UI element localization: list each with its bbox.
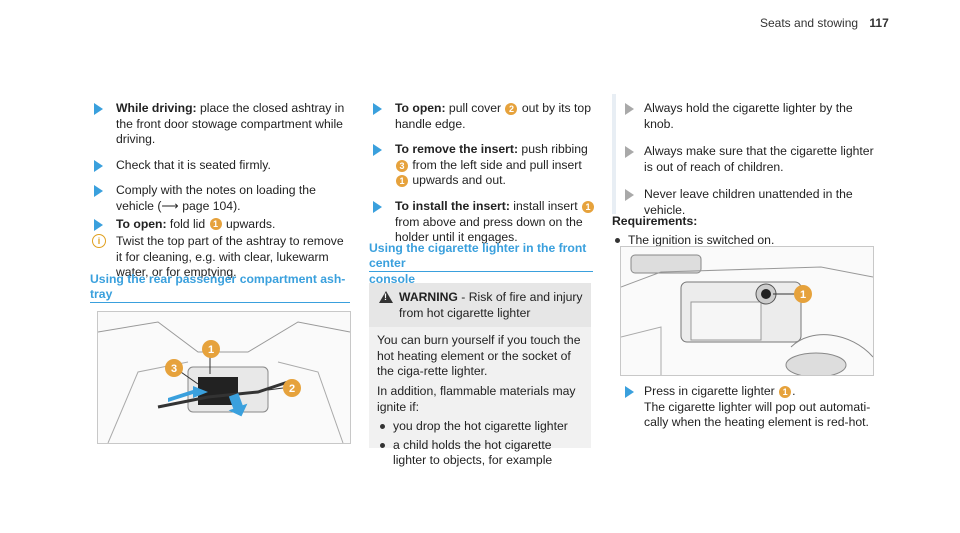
instruction-open-cover: To open: pull cover 2 out by its top han…	[369, 101, 595, 132]
cigarette-lighter-illustration: 1	[621, 254, 873, 375]
figure-rear-ashtray: 1 2 3	[97, 311, 351, 444]
arrow-icon	[625, 386, 634, 398]
instruction-check-seated: Check that it is seated firmly.	[90, 158, 352, 174]
callout-badge: 1	[396, 175, 408, 188]
arrow-icon	[94, 103, 103, 115]
callout-badge	[202, 340, 220, 358]
column-1: While driving: place the closed ashtray …	[90, 101, 352, 281]
page-reference-link[interactable]: ⟶ page 104).	[161, 199, 241, 214]
figure-cigarette-lighter: 1	[620, 246, 874, 376]
arrow-icon	[94, 218, 103, 231]
subheading-rear-ashtray: Using the rear passenger compartment ash…	[90, 272, 346, 302]
page-header: Seats and stowing 117	[760, 16, 920, 31]
callout-badge: 1	[582, 200, 595, 213]
arrow-icon	[625, 103, 634, 115]
instruction-loading-notes: Comply with the notes on loading the veh…	[90, 183, 352, 214]
warning-box: WARNING - Risk of fire and injury from h…	[369, 283, 591, 467]
requirements-title: Requirements:	[612, 214, 698, 228]
info-note: i Twist the top part of the ashtray to r…	[90, 234, 352, 281]
callout-label: 3	[171, 363, 177, 375]
arrow-icon	[625, 146, 634, 159]
section-title: Seats and stowing	[760, 16, 859, 30]
hint-children: Never leave children unattended in the v…	[612, 187, 874, 218]
hint-side-bar	[612, 94, 616, 214]
arrow-icon	[373, 201, 382, 214]
arrow-icon	[625, 189, 634, 202]
callout-badge: 3	[396, 159, 408, 172]
callout-label: 1	[208, 344, 214, 356]
callout-badge: 1	[209, 218, 222, 231]
column-3: Always hold the cigarette lighter by the…	[612, 101, 874, 231]
callout-badge	[165, 359, 183, 377]
requirements: Requirements: The ignition is switched o…	[612, 214, 874, 251]
instruction-press-lighter: Press in cigarette lighter 1. The cigare…	[612, 384, 874, 443]
warning-header: WARNING - Risk of fire and injury from h…	[369, 283, 591, 328]
instruction-while-driving: While driving: place the closed ashtray …	[90, 101, 352, 148]
callout-badge	[283, 379, 301, 397]
column-2: To open: pull cover 2 out by its top han…	[369, 101, 595, 256]
instruction-remove-insert: To remove the insert: push ribbing 3 fro…	[369, 142, 595, 189]
warning-body: You can burn yourself if you touch the h…	[369, 327, 591, 478]
list-item: The ignition is switched on.	[612, 233, 874, 249]
callout-badge	[794, 285, 812, 303]
callout-badge: 2	[505, 102, 518, 115]
list-item: a child holds the hot cigarette lighter …	[377, 438, 583, 469]
callout-badge: 1	[779, 385, 792, 398]
instruction-install-insert: To install the insert: install insert 1 …	[369, 199, 595, 246]
callout-label: 2	[289, 383, 295, 395]
arrow-icon	[94, 159, 103, 172]
arrow-icon	[373, 144, 382, 157]
subheading-cigarette-lighter: Using the cigarette lighter in the front…	[369, 241, 587, 286]
arrow-icon	[373, 103, 382, 115]
page-number: 117	[869, 16, 889, 30]
rear-ashtray-illustration: 1 2 3	[98, 321, 350, 443]
hint-out-of-reach: Always make sure that the cigarette ligh…	[612, 144, 874, 175]
divider	[369, 271, 593, 272]
info-icon: i	[92, 234, 106, 249]
list-item: you drop the hot cigarette lighter	[377, 419, 583, 435]
callout-label: 1	[800, 289, 806, 301]
arrow-icon	[94, 185, 103, 198]
divider	[90, 302, 350, 303]
hint-hold-knob: Always hold the cigarette lighter by the…	[612, 101, 874, 132]
instruction-open-lid: To open: fold lid 1 upwards.	[90, 217, 352, 233]
warning-icon	[379, 291, 393, 304]
